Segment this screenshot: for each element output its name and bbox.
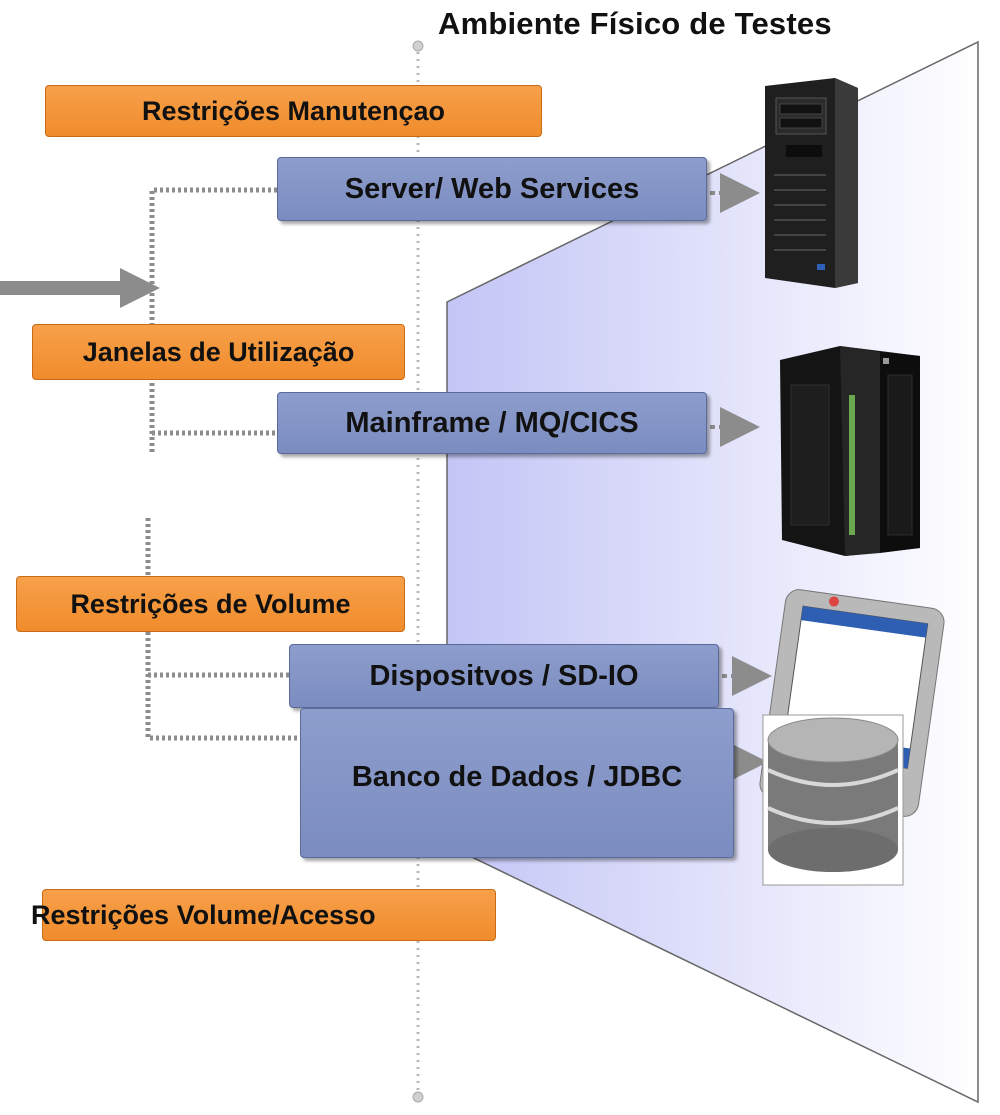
service-label: Banco de Dados / JDBC	[351, 760, 683, 793]
service-box-database: Banco de Dados / JDBC	[300, 708, 734, 858]
input-arrow	[0, 268, 160, 308]
constraint-box-volume: Restrições de Volume	[16, 576, 405, 632]
mainframe-icon	[780, 346, 920, 556]
flow-bracket	[145, 187, 298, 741]
service-box-mainframe: Mainframe / MQ/CICS	[277, 392, 707, 454]
axis-bottom-marker	[412, 1091, 424, 1103]
device-connectors	[710, 173, 772, 782]
service-box-devices: Dispositvos / SD-IO	[289, 644, 719, 708]
constraint-label: Janelas de Utilização	[82, 336, 355, 367]
service-label: Server/ Web Services	[344, 172, 640, 205]
constraint-label: Restrições de Volume	[70, 588, 351, 619]
axis-top-marker	[412, 40, 424, 52]
database-icon	[762, 714, 904, 886]
diagram-title: Ambiente Físico de Testes	[438, 6, 832, 41]
service-box-server: Server/ Web Services	[277, 157, 707, 221]
constraint-label: Restrições Volume/Acesso	[31, 899, 376, 930]
constraint-box-maintenance: Restrições Manutençao	[45, 85, 542, 137]
service-label: Dispositvos / SD-IO	[369, 659, 639, 692]
service-label: Mainframe / MQ/CICS	[345, 406, 639, 439]
constraint-box-volume-access: Restrições Volume/Acesso	[31, 889, 496, 941]
constraint-label: Restrições Manutençao	[141, 95, 446, 126]
server-tower-icon	[765, 78, 858, 288]
constraint-box-usage-windows: Janelas de Utilização	[32, 324, 405, 380]
